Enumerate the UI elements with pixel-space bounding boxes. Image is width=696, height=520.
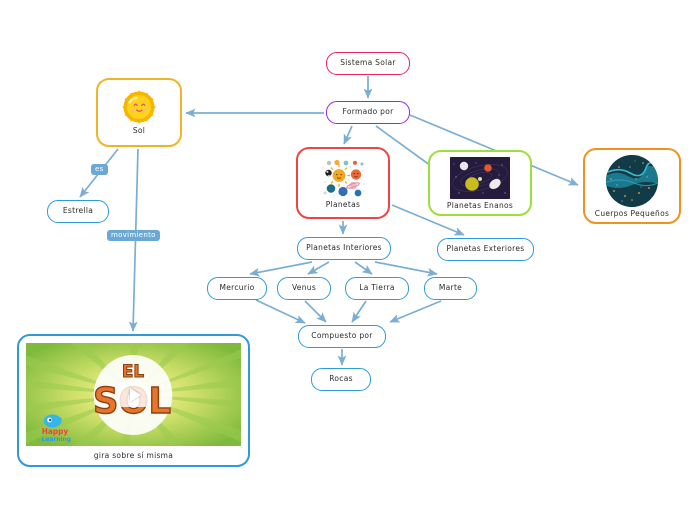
node-marte[interactable]: Marte xyxy=(424,277,477,300)
node-label: Venus xyxy=(291,283,317,293)
play-button-icon[interactable] xyxy=(116,382,151,407)
node-planetas-exteriores[interactable]: Planetas Exteriores xyxy=(437,238,534,261)
node-planetas-enanos[interactable]: Planetas Enanos xyxy=(428,150,532,216)
solar-system-illustration-icon xyxy=(320,157,366,198)
sun-icon xyxy=(122,90,156,125)
node-label: Sistema Solar xyxy=(340,58,396,68)
node-label: Planetas Exteriores xyxy=(446,244,525,254)
edge-label-movimiento[interactable]: movimiento xyxy=(107,230,160,241)
node-cuerpos-pequenos[interactable]: Cuerpos Pequeños xyxy=(583,148,681,224)
node-label: Marte xyxy=(438,283,463,293)
node-label: Planetas Interiores xyxy=(306,243,382,253)
node-label: Planetas xyxy=(325,199,361,209)
node-formado-por[interactable]: Formado por xyxy=(326,101,410,124)
node-estrella[interactable]: Estrella xyxy=(47,200,109,223)
node-sistema-solar[interactable]: Sistema Solar xyxy=(326,52,410,75)
node-video-sol[interactable]: EL SOL Happy Learning gi xyxy=(17,334,250,467)
edge-tierra-to-compuesto xyxy=(351,300,367,323)
node-venus[interactable]: Venus xyxy=(277,277,331,300)
edge-venus-to-compuesto xyxy=(304,300,327,323)
node-label: Sol xyxy=(132,126,146,136)
video-caption: gira sobre sí misma xyxy=(93,451,174,460)
node-mercurio[interactable]: Mercurio xyxy=(207,277,267,300)
node-rocas[interactable]: Rocas xyxy=(311,368,371,391)
node-sol[interactable]: Sol xyxy=(96,78,182,147)
node-planetas-interiores[interactable]: Planetas Interiores xyxy=(297,237,391,260)
edge-marte-to-compuesto xyxy=(389,300,442,323)
node-label: Compuesto por xyxy=(311,331,373,341)
node-label: Cuerpos Pequeños xyxy=(594,208,670,218)
node-compuesto-por[interactable]: Compuesto por xyxy=(298,325,386,348)
node-planetas[interactable]: Planetas xyxy=(296,147,390,219)
node-label: Mercurio xyxy=(219,283,255,293)
edge-interiores-to-mercurio xyxy=(249,261,313,277)
svg-text:Learning: Learning xyxy=(42,436,71,443)
video-thumbnail[interactable]: EL SOL Happy Learning xyxy=(26,343,241,446)
node-label: Rocas xyxy=(329,374,353,384)
edge-interiores-to-marte xyxy=(374,261,438,277)
edge-label-es[interactable]: es xyxy=(91,164,108,175)
edge-interiores-to-tierra xyxy=(354,261,373,275)
play-triangle-icon xyxy=(129,387,141,402)
node-label: Estrella xyxy=(62,206,94,216)
node-label: La Tierra xyxy=(359,283,395,293)
edge-interiores-to-venus xyxy=(307,261,330,275)
edge-formado-to-planetas xyxy=(343,125,353,145)
svg-text:Happy: Happy xyxy=(42,427,69,436)
node-label: Formado por xyxy=(342,107,394,117)
edge-mercurio-to-compuesto xyxy=(255,299,306,324)
dwarf-planets-image xyxy=(450,157,510,199)
svg-text:EL: EL xyxy=(122,361,144,381)
node-label: Planetas Enanos xyxy=(446,200,514,210)
node-la-tierra[interactable]: La Tierra xyxy=(345,277,409,300)
small-bodies-image xyxy=(606,155,658,207)
